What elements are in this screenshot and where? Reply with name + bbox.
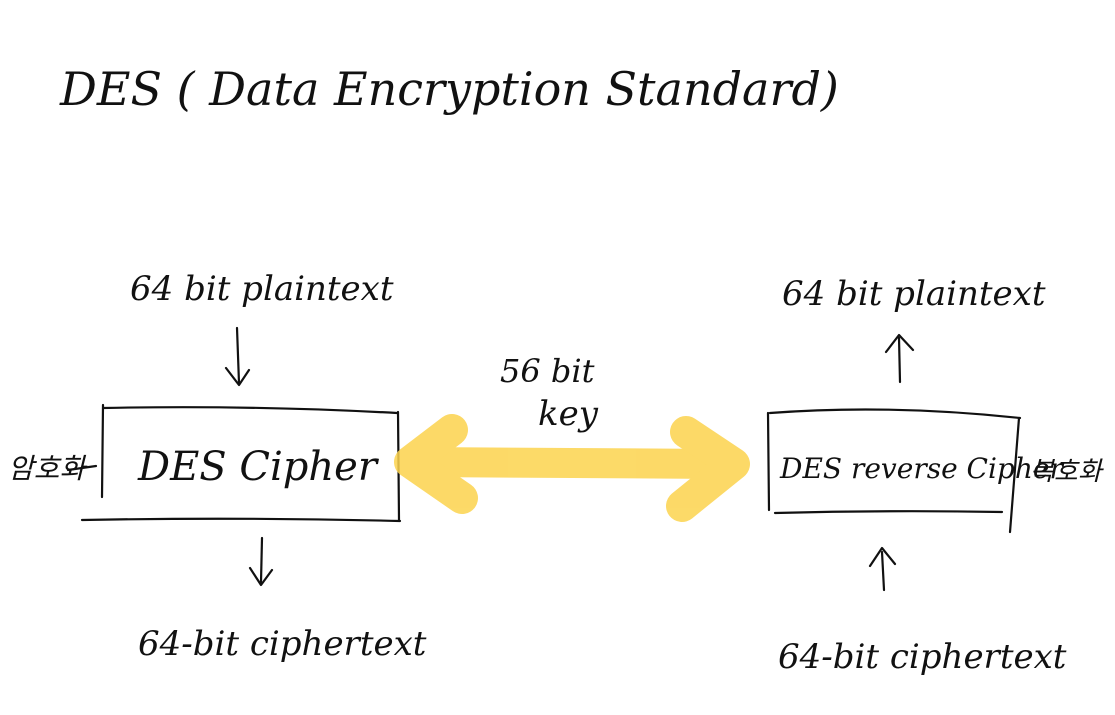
des-reverse-cipher-box	[766, 408, 1022, 534]
encryption-side-connector	[66, 464, 98, 472]
key-size-label: 56 bit	[500, 352, 595, 390]
diagram-title: DES ( Data Encryption Standard)	[59, 62, 839, 116]
right-input-label: 64-bit ciphertext	[778, 637, 1067, 677]
left-input-arrow	[224, 326, 251, 387]
decryption-side-label: 복호화	[1030, 457, 1104, 487]
left-output-arrow	[248, 536, 274, 587]
des-reverse-cipher-label: DES reverse Cipher	[779, 452, 1064, 485]
left-output-label: 64-bit ciphertext	[138, 624, 427, 664]
right-output-arrow	[884, 333, 915, 384]
right-input-arrow	[868, 546, 897, 592]
right-output-label: 64 bit plaintext	[782, 274, 1046, 314]
left-input-label: 64 bit plaintext	[130, 269, 394, 309]
shared-key-arrow	[394, 414, 750, 522]
des-cipher-label: DES Cipher	[137, 444, 380, 490]
key-label: key	[538, 394, 599, 434]
